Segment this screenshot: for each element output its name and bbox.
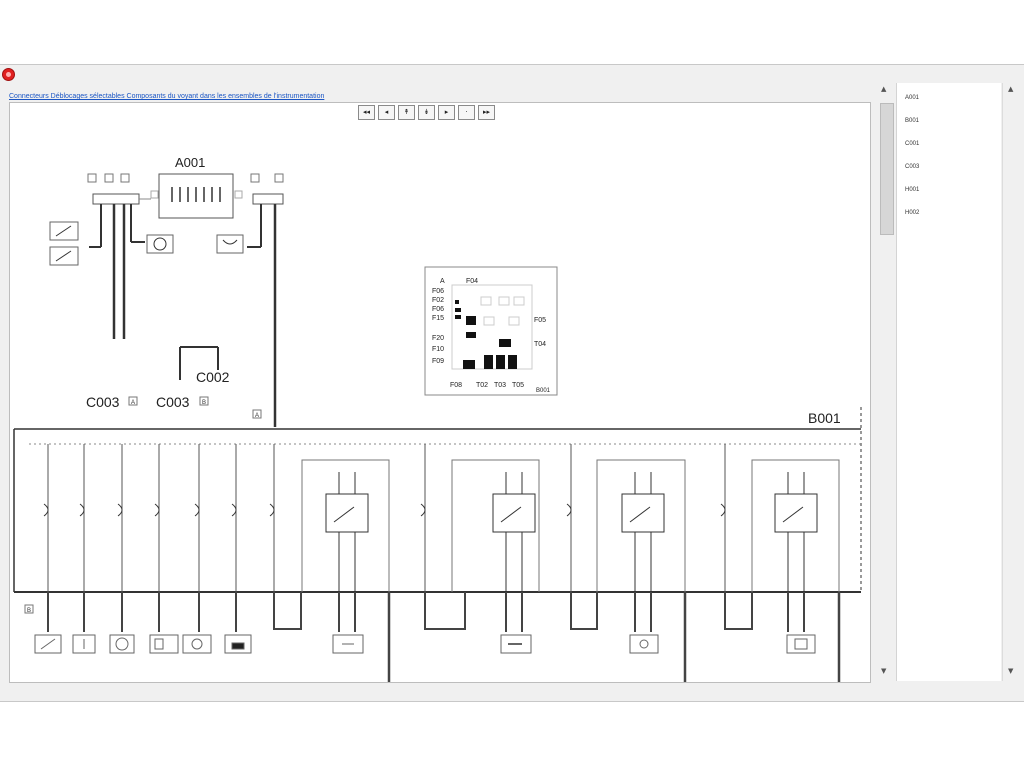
fuse-row-2: F02: [432, 297, 444, 304]
fuse-row-1: F06: [432, 288, 444, 295]
list-item[interactable]: C001: [905, 141, 920, 147]
relay-3[interactable]: [596, 459, 686, 592]
prev-page-button[interactable]: ◂: [378, 105, 395, 120]
t02-label: T02: [476, 382, 488, 389]
c002-wire: [179, 346, 219, 380]
connector-a-tag: A: [131, 400, 135, 406]
last-page-button[interactable]: ▸▸: [478, 105, 495, 120]
c002-label: C002: [196, 369, 230, 385]
first-page-button[interactable]: ◂◂: [358, 105, 375, 120]
down-button[interactable]: ↡: [418, 105, 435, 120]
fuse-row-6: F10: [432, 346, 444, 353]
scroll-thumb[interactable]: [880, 103, 894, 235]
wiring-schematic: A001: [13, 155, 862, 682]
connector-a001-left: [87, 173, 151, 339]
fusebox-inset[interactable]: [424, 266, 558, 396]
list-item[interactable]: H001: [905, 187, 920, 193]
t04-label: T04: [534, 341, 546, 348]
breadcrumb-link[interactable]: Connecteurs Déblocages sélectables Compo…: [9, 93, 325, 100]
sensor-component[interactable]: [216, 234, 244, 254]
relay-2[interactable]: [451, 459, 540, 592]
blank-button[interactable]: ·: [458, 105, 475, 120]
t05-label: T05: [512, 382, 524, 389]
t03-label: T03: [494, 382, 506, 389]
diagram-scrollbar[interactable]: ▲ ▼: [878, 83, 894, 679]
close-icon[interactable]: [2, 68, 15, 81]
application-window: Connecteurs Déblocages sélectables Compo…: [0, 64, 1024, 702]
component-list-panel: A001 B001 C001 C003 H001 H002: [896, 83, 1001, 681]
fusebox-a-label: A: [440, 278, 445, 285]
bottom-wiring: [47, 592, 841, 682]
diagram-viewer: [9, 102, 871, 683]
relay-1[interactable]: [301, 459, 390, 592]
fuse-columns: [43, 444, 726, 592]
scroll-up-icon[interactable]: ▲: [881, 85, 887, 93]
next-page-button[interactable]: ▸: [438, 105, 455, 120]
b001-fuse-box[interactable]: [13, 407, 862, 593]
b001-small-label: B001: [536, 388, 551, 394]
connector-a001-right: [247, 173, 284, 427]
fuse-row-3: F06: [432, 306, 444, 313]
gauge-component[interactable]: [146, 234, 174, 254]
scroll-up-icon[interactable]: ▲: [1008, 85, 1014, 93]
component-list-scrollbar[interactable]: ▲ ▼: [1002, 83, 1021, 681]
bottom-components[interactable]: [34, 634, 816, 654]
f05-label: F05: [534, 317, 546, 324]
relay-4[interactable]: [751, 459, 840, 592]
c003-label-b: C003: [156, 394, 190, 410]
f08-label: F08: [450, 382, 462, 389]
fuse-row-7: F09: [432, 358, 444, 365]
scroll-down-icon[interactable]: ▼: [1008, 667, 1014, 675]
list-item[interactable]: A001: [905, 95, 920, 101]
list-item[interactable]: H002: [905, 210, 920, 216]
fuse-row-4: F15: [432, 315, 444, 322]
list-item[interactable]: B001: [905, 118, 920, 124]
a001-label: A001: [175, 155, 205, 170]
connector-b-tag: B: [202, 400, 206, 406]
page-nav-toolbar: ◂◂ ◂ ↟ ↡ ▸ · ▸▸: [358, 105, 498, 121]
switch-component-1[interactable]: [49, 221, 79, 241]
list-item[interactable]: C003: [905, 164, 920, 170]
a001-component[interactable]: [150, 173, 243, 219]
b001-connector-a-tag: A: [255, 413, 259, 419]
fuse-row-5: F20: [432, 335, 444, 342]
c003-label-a: C003: [86, 394, 120, 410]
scroll-down-icon[interactable]: ▼: [881, 667, 887, 675]
b001-connector-b-tag: B: [27, 608, 31, 614]
switch-component-2[interactable]: [49, 246, 79, 266]
f04-label: F04: [466, 278, 478, 285]
b001-label: B001: [808, 410, 841, 426]
up-button[interactable]: ↟: [398, 105, 415, 120]
